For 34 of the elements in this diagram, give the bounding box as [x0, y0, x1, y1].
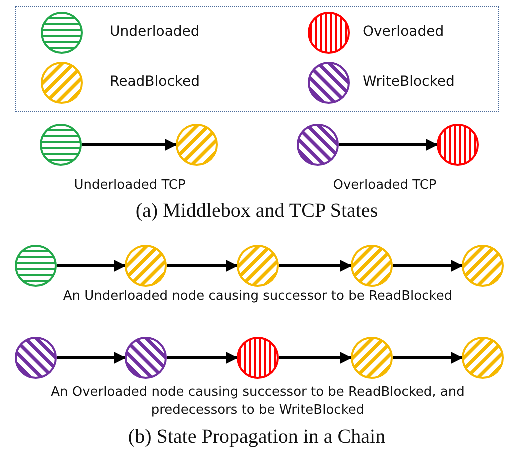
striped-circle — [14, 336, 58, 380]
arrow — [82, 139, 178, 151]
striped-circle — [350, 244, 394, 288]
striped-circle — [236, 336, 280, 380]
arrow — [279, 352, 352, 364]
striped-circle — [350, 336, 394, 380]
arrow — [393, 352, 464, 364]
caption: (a) Middlebox and TCP States — [136, 200, 378, 223]
striped-circle — [436, 123, 480, 167]
caption: (b) State Propagation in a Chain — [128, 426, 386, 449]
note-text: Overloaded TCP — [333, 178, 437, 193]
striped-circle — [124, 336, 168, 380]
striped-circle — [175, 123, 219, 167]
striped-circle — [124, 244, 168, 288]
note-text: An Underloaded node causing successor to be ReadBlocked — [63, 289, 453, 304]
arrow — [167, 260, 238, 272]
legend-label: WriteBlocked — [363, 74, 455, 90]
arrow — [57, 352, 126, 364]
legend-label: Underloaded — [110, 24, 200, 40]
striped-circle — [296, 123, 340, 167]
legend-label: ReadBlocked — [110, 74, 200, 90]
legend-label: Overloaded — [363, 24, 444, 40]
striped-circle — [461, 336, 505, 380]
arrow — [279, 260, 352, 272]
striped-circle — [236, 244, 280, 288]
striped-circle — [461, 244, 505, 288]
striped-circle — [39, 123, 83, 167]
arrow — [57, 260, 126, 272]
note-text: Underloaded TCP — [74, 178, 186, 193]
arrow — [167, 352, 238, 364]
striped-circle — [14, 244, 58, 288]
arrow — [393, 260, 464, 272]
arrow — [339, 139, 438, 151]
note-text: An Overloaded node causing successor to be ReadBlocked, and predecessors to be WriteBlocked — [50, 384, 466, 420]
